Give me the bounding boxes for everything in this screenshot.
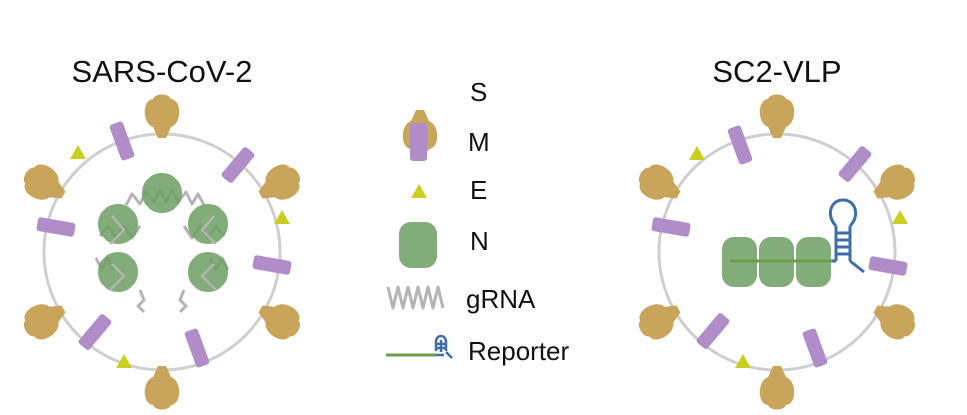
spike-icon bbox=[759, 94, 795, 138]
legend-label-e: E bbox=[470, 175, 487, 205]
legend-item-m: M bbox=[410, 123, 490, 161]
reporter-hairpin-icon bbox=[386, 334, 453, 359]
membrane-protein-icon bbox=[695, 311, 731, 351]
left-grna-overlay bbox=[109, 215, 217, 291]
legend-item-n: N bbox=[399, 222, 489, 268]
sc2-vlp-particle: SC2-VLP bbox=[632, 54, 922, 410]
legend-label-n: N bbox=[470, 226, 489, 256]
envelope-protein-icon bbox=[411, 184, 427, 198]
envelope-protein-icon bbox=[274, 210, 290, 224]
nucleocapsid-icon bbox=[188, 252, 228, 292]
membrane-protein-icon bbox=[868, 255, 908, 277]
membrane-protein-icon bbox=[651, 216, 691, 238]
legend-label-s: S bbox=[470, 77, 487, 107]
membrane-protein-icon bbox=[77, 312, 113, 352]
nucleocapsid-icon bbox=[399, 222, 437, 268]
right-title: SC2-VLP bbox=[712, 54, 841, 89]
legend: S M E N gRNA Reporter bbox=[386, 77, 569, 366]
legend-label-reporter: Reporter bbox=[468, 336, 569, 366]
membrane-protein-icon bbox=[252, 254, 292, 276]
reporter-hairpin-icon bbox=[730, 198, 865, 274]
nucleocapsid-icon bbox=[98, 252, 138, 292]
sars-cov-2-virion: SARS-CoV-2 bbox=[17, 54, 307, 410]
spike-icon bbox=[759, 366, 795, 410]
membrane-protein-icon bbox=[108, 120, 136, 162]
membrane-protein-icon bbox=[183, 327, 211, 369]
legend-label-m: M bbox=[468, 127, 490, 157]
spike-icon bbox=[144, 94, 180, 138]
membrane-protein-icon bbox=[36, 216, 76, 238]
envelope-protein-icon bbox=[892, 210, 908, 224]
envelope-protein-icon bbox=[689, 146, 705, 160]
left-spikes bbox=[17, 94, 307, 410]
legend-label-grna: gRNA bbox=[466, 284, 536, 314]
left-envelope bbox=[42, 132, 282, 372]
envelope-protein-icon bbox=[70, 145, 86, 159]
left-nucleocapsids bbox=[98, 173, 228, 292]
envelope-protein-icon bbox=[735, 354, 751, 368]
nucleocapsid-icon bbox=[142, 173, 182, 213]
left-title: SARS-CoV-2 bbox=[72, 54, 253, 89]
legend-item-e: E bbox=[411, 175, 487, 205]
membrane-protein-icon bbox=[410, 123, 427, 161]
legend-item-grna: gRNA bbox=[386, 284, 536, 314]
membrane-protein-icon bbox=[801, 327, 829, 369]
legend-item-s: S bbox=[402, 77, 487, 154]
legend-item-reporter: Reporter bbox=[386, 334, 569, 366]
spike-icon bbox=[144, 366, 180, 410]
genomic-rna-icon bbox=[386, 285, 445, 310]
